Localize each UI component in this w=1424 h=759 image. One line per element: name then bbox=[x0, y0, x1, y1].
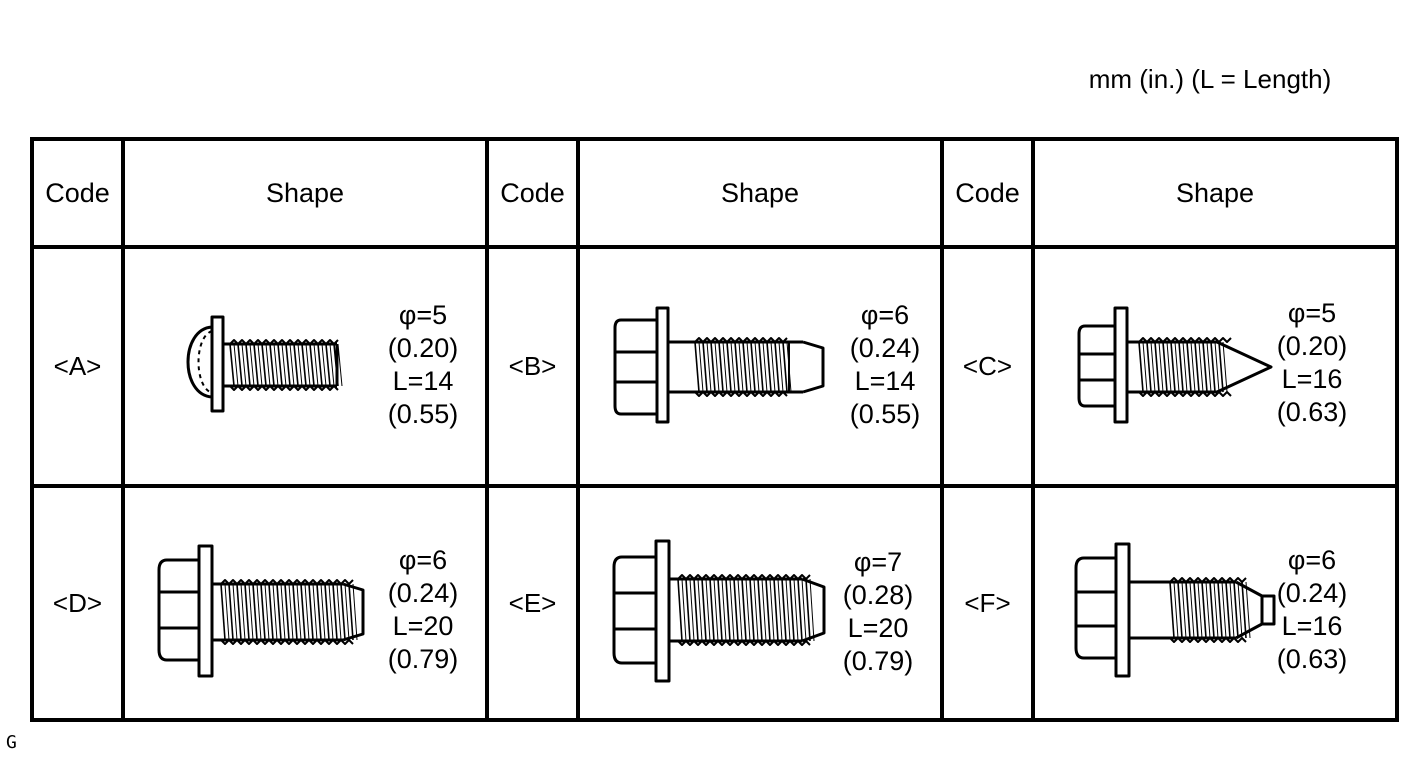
pan-head-screw-with-washer-icon bbox=[186, 315, 343, 413]
diameter-in: (0.24) bbox=[1276, 578, 1348, 608]
code-cell: <E> bbox=[508, 587, 557, 618]
length-in: (0.55) bbox=[387, 399, 459, 429]
figure-code: G bbox=[6, 732, 17, 753]
length-mm: L=20 bbox=[392, 611, 454, 641]
length-mm: L=14 bbox=[392, 366, 454, 396]
row-divider bbox=[30, 484, 1399, 488]
header-code: Code bbox=[955, 177, 1020, 208]
length-in: (0.63) bbox=[1276, 397, 1348, 427]
column-divider bbox=[576, 137, 580, 722]
code-cell: <B> bbox=[508, 351, 557, 381]
hex-flange-bolt-pilot-point-icon bbox=[157, 544, 365, 678]
diameter-mm: φ=6 bbox=[398, 545, 448, 575]
hex-flange-bolt-pilot-point-icon bbox=[613, 306, 825, 424]
header-code: Code bbox=[45, 177, 110, 208]
length-in: (0.79) bbox=[387, 644, 459, 674]
length-in: (0.79) bbox=[842, 646, 914, 676]
dimension-label: φ=5 (0.20) L=14 (0.55) bbox=[368, 299, 478, 431]
length-mm: L=20 bbox=[847, 613, 909, 643]
dimension-label: φ=6 (0.24) L=16 (0.63) bbox=[1257, 544, 1367, 676]
code-cell: <D> bbox=[52, 587, 103, 618]
header-shape: Shape bbox=[265, 177, 345, 208]
hex-flange-bolt-pilot-point-icon bbox=[612, 539, 826, 683]
table-border-bottom bbox=[30, 718, 1399, 722]
length-mm: L=16 bbox=[1281, 364, 1343, 394]
table-border-left bbox=[30, 137, 34, 722]
header-shape: Shape bbox=[1175, 177, 1255, 208]
hex-flange-tapping-screw-pointed-icon bbox=[1077, 306, 1273, 424]
diameter-in: (0.24) bbox=[387, 578, 459, 608]
code-cell: <C> bbox=[962, 351, 1013, 381]
code-cell: <F> bbox=[964, 587, 1011, 618]
column-divider bbox=[485, 137, 489, 722]
diameter-in: (0.24) bbox=[849, 333, 921, 363]
diameter-mm: φ=6 bbox=[860, 300, 910, 330]
header-shape: Shape bbox=[720, 177, 800, 208]
length-mm: L=14 bbox=[854, 366, 916, 396]
dimension-label: φ=5 (0.20) L=16 (0.63) bbox=[1257, 297, 1367, 429]
code-cell: <A> bbox=[53, 351, 102, 381]
diameter-mm: φ=7 bbox=[853, 547, 903, 577]
header-code: Code bbox=[500, 177, 565, 208]
dimension-label: φ=7 (0.28) L=20 (0.79) bbox=[823, 546, 933, 678]
length-mm: L=16 bbox=[1281, 611, 1343, 641]
column-divider bbox=[940, 137, 944, 722]
header-divider bbox=[30, 245, 1399, 249]
diameter-in: (0.28) bbox=[842, 580, 914, 610]
length-in: (0.63) bbox=[1276, 644, 1348, 674]
unit-note: mm (in.) (L = Length) bbox=[1088, 64, 1332, 94]
column-divider bbox=[1031, 137, 1035, 722]
dimension-label: φ=6 (0.24) L=20 (0.79) bbox=[368, 544, 478, 676]
diameter-mm: φ=6 bbox=[1287, 545, 1337, 575]
table-border-top bbox=[30, 137, 1399, 141]
diameter-mm: φ=5 bbox=[398, 300, 448, 330]
dimension-label: φ=6 (0.24) L=14 (0.55) bbox=[830, 299, 940, 431]
table-border-right bbox=[1395, 137, 1399, 722]
diameter-mm: φ=5 bbox=[1287, 298, 1337, 328]
diameter-in: (0.20) bbox=[1276, 331, 1348, 361]
length-in: (0.55) bbox=[849, 399, 921, 429]
column-divider bbox=[121, 137, 125, 722]
hex-flange-bolt-tapered-point-icon bbox=[1074, 542, 1276, 678]
diameter-in: (0.20) bbox=[387, 333, 459, 363]
fastener-spec-table: Code Shape Code Shape Code Shape <A> <B>… bbox=[30, 137, 1399, 722]
